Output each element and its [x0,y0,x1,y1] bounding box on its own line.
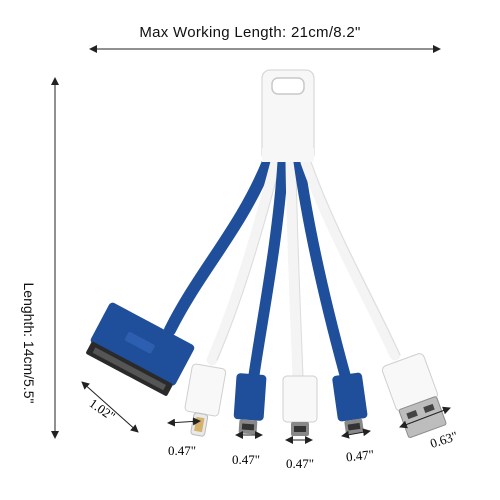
dimension-micro-2-label: 0.47" [286,456,315,471]
connector-lightning [184,363,227,437]
connector-micro-2 [282,375,318,436]
cables [164,156,401,384]
dimension-lightning-label: 0.47" [168,443,197,458]
cable-30pin [164,156,274,336]
cable-micro-2 [285,156,304,384]
connector-usb-a [381,353,447,439]
dimension-micro-1-label: 0.47" [232,452,261,467]
connector-30pin [86,302,195,396]
cable-micro-1 [248,156,289,381]
dimension-micro-3-label: 0.47" [345,446,375,465]
max-working-length-label: Max Working Length: 21cm/8.2" [139,24,361,41]
connector-micro-3 [332,372,368,435]
cable-usb [300,156,401,361]
cable-micro-3 [293,156,351,381]
cable-lightning [206,156,282,366]
length-label: Lenghth: 14cm/5.5" [21,282,37,404]
keychain-tab [261,69,315,163]
connector-micro-1 [233,373,267,435]
